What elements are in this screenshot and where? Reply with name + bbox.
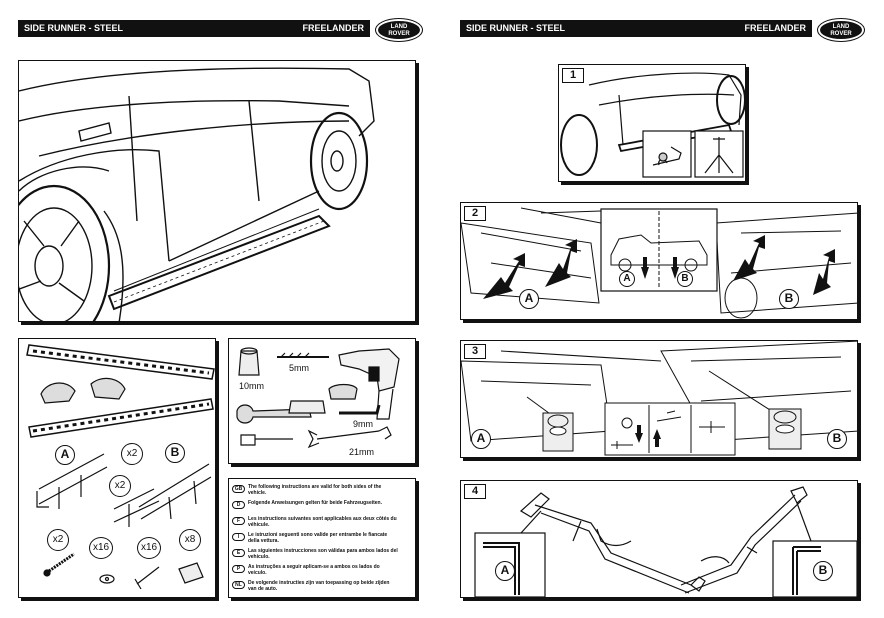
step-2-label-b: B: [779, 289, 799, 309]
lang-text-nl: De volgende instructies zijn van toepass…: [248, 580, 390, 592]
instruction-row-gb: GB The following instructions are valid …: [232, 484, 398, 500]
lang-code-d: D: [232, 501, 245, 509]
qty-washers: x16: [89, 537, 113, 559]
lang-text-f: Les instructions suivantes sont applicab…: [248, 516, 397, 528]
tool-socket-size: 10mm: [239, 381, 265, 391]
instruction-row-i: I Le istruzioni seguenti sono valide per…: [232, 532, 398, 548]
instruction-row-e: E Las siguientes instrucciones son válid…: [232, 548, 398, 564]
tool-spanner-size: 21mm: [349, 447, 375, 457]
instruction-row-f: F Les instructions suivantes sont applic…: [232, 516, 398, 532]
instructions-panel: GB The following instructions are valid …: [228, 478, 416, 598]
step-3-panel: 3 A B: [460, 340, 858, 458]
lang-code-e: E: [232, 549, 245, 557]
step-3-label-a: A: [471, 429, 491, 449]
lang-text-p: As instruções a seguir aplicam-se a ambo…: [248, 564, 380, 576]
tool-drill-bit-size: 5mm: [289, 363, 309, 373]
step-4-label-a: A: [495, 561, 515, 581]
step-2-inset-label-b: B: [677, 271, 693, 287]
lang-text-gb: The following instructions are valid for…: [248, 484, 382, 496]
left-header-title: SIDE RUNNER - STEEL: [24, 23, 124, 33]
step-2-number: 2: [464, 206, 486, 221]
lang-code-gb: GB: [232, 485, 245, 493]
qty-brackets-a: x2: [121, 443, 143, 465]
instruction-row-nl: NL De volgende instructies zijn van toep…: [232, 580, 398, 596]
step-4-panel: 4 A B: [460, 480, 858, 598]
right-header-model: FREELANDER: [744, 23, 806, 33]
step-4-label-b: B: [813, 561, 833, 581]
parts-label-b: B: [165, 443, 185, 463]
left-header-model: FREELANDER: [302, 23, 364, 33]
right-header-title: SIDE RUNNER - STEEL: [466, 23, 566, 33]
qty-nuts: x8: [179, 529, 201, 551]
step-2-panel: 2 A B A B: [460, 202, 858, 320]
qty-screws: x16: [137, 537, 161, 559]
left-header-bar: SIDE RUNNER - STEEL FREELANDER: [18, 20, 370, 37]
lang-text-d: Folgende Anweisungen gelten für beide Fa…: [248, 500, 382, 506]
qty-bolts: x2: [47, 529, 69, 551]
step-1-panel: 1: [558, 64, 746, 182]
lang-code-p: P: [232, 565, 245, 573]
lang-text-e: Las siguientes instrucciones son válidas…: [248, 548, 398, 560]
lang-code-nl: NL: [232, 581, 245, 589]
step-4-number: 4: [464, 484, 486, 499]
qty-brackets-b: x2: [109, 475, 131, 497]
car-side-illustration: [18, 60, 416, 322]
parts-label-a: A: [55, 445, 75, 465]
tool-hex-key-size: 9mm: [353, 419, 373, 429]
lang-text-i: Le istruzioni seguenti sono valide per e…: [248, 532, 388, 544]
right-header-bar: SIDE RUNNER - STEEL FREELANDER: [460, 20, 812, 37]
tools-panel: 10mm 5mm 9mm 21mm: [228, 338, 416, 464]
step-2-inset-label-a: A: [619, 271, 635, 287]
step-2-label-a: A: [519, 289, 539, 309]
instruction-row-p: P As instruções a seguir aplicam-se a am…: [232, 564, 398, 580]
lang-code-i: I: [232, 533, 245, 541]
lang-code-f: F: [232, 517, 245, 525]
step-3-label-b: B: [827, 429, 847, 449]
parts-panel: A B x2 x2 x2 x16 x16 x8: [18, 338, 216, 598]
instruction-row-d: D Folgende Anweisungen gelten für beide …: [232, 500, 398, 516]
step-3-number: 3: [464, 344, 486, 359]
step-1-number: 1: [562, 68, 584, 83]
